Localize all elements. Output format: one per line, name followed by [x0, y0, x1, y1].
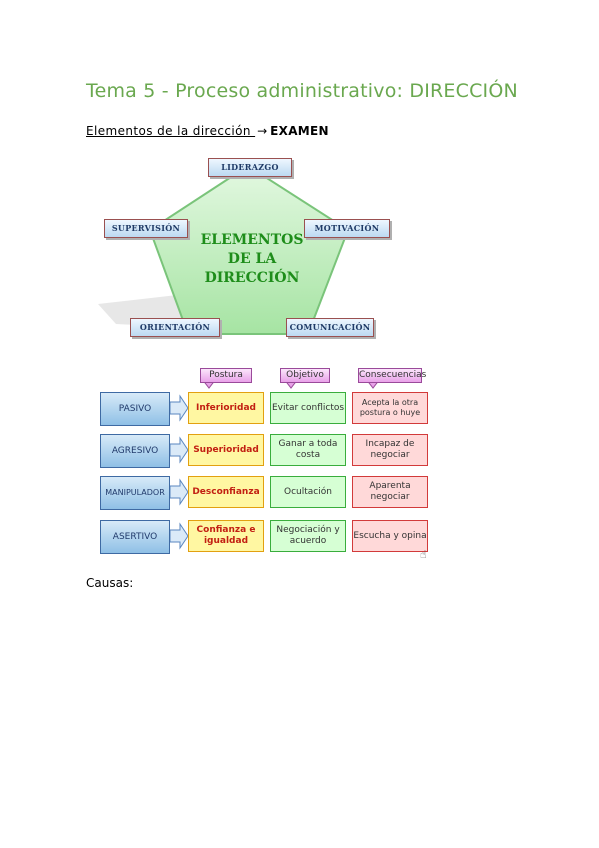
row-label-manipulador: MANIPULADOR	[100, 476, 170, 510]
arrow-right-icon: →	[257, 124, 268, 138]
label-motivacion: MOTIVACIÓN	[304, 219, 390, 238]
exam-label: EXAMEN	[270, 124, 329, 138]
cell-postura: Superioridad	[188, 434, 264, 466]
cell-objetivo: Negociación y acuerdo	[270, 520, 346, 552]
header-postura: Postura	[200, 368, 252, 383]
page-title: Tema 5 - Proceso administrativo: DIRECCI…	[86, 80, 518, 102]
label-orientacion: ORIENTACIÓN	[130, 318, 220, 337]
causas-label: Causas:	[86, 576, 134, 590]
elements-link[interactable]: Elementos de la dirección	[86, 124, 256, 138]
cell-consecuencia: Aparenta negociar	[352, 476, 428, 508]
row-label-asertivo: ASERTIVO	[100, 520, 170, 554]
cell-objetivo: Ocultación	[270, 476, 346, 508]
section-subheading: Elementos de la dirección →EXAMEN	[86, 124, 329, 138]
cell-objetivo: Ganar a toda costa	[270, 434, 346, 466]
row-label-agresivo: AGRESIVO	[100, 434, 170, 468]
cell-objetivo: Evitar conflictos	[270, 392, 346, 424]
label-liderazgo: LIDERAZGO	[208, 158, 292, 177]
elements-diagram: ELEMENTOS DE LA DIRECCIÓN LIDERAZGO SUPE…	[96, 154, 400, 344]
diagram-center-title: ELEMENTOS DE LA DIRECCIÓN	[200, 232, 304, 286]
header-consecuencias: Consecuencias	[358, 368, 426, 383]
styles-diagram: Postura Objetivo Consecuencias PASIVO In…	[96, 352, 436, 568]
hand-cursor-icon: ☝	[420, 548, 427, 561]
cell-consecuencia: Acepta la otra postura o huye	[352, 392, 428, 424]
label-comunicacion: COMUNICACIÓN	[286, 318, 374, 337]
cell-postura: Inferioridad	[188, 392, 264, 424]
label-supervision: SUPERVISIÓN	[104, 219, 188, 238]
cell-postura: Confianza e igualdad	[188, 520, 264, 552]
cell-consecuencia: Incapaz de negociar	[352, 434, 428, 466]
cell-postura: Desconfianza	[188, 476, 264, 508]
row-label-pasivo: PASIVO	[100, 392, 170, 426]
cell-consecuencia: Escucha y opina	[352, 520, 428, 552]
header-objetivo: Objetivo	[280, 368, 330, 383]
connector-arrows	[169, 371, 382, 550]
